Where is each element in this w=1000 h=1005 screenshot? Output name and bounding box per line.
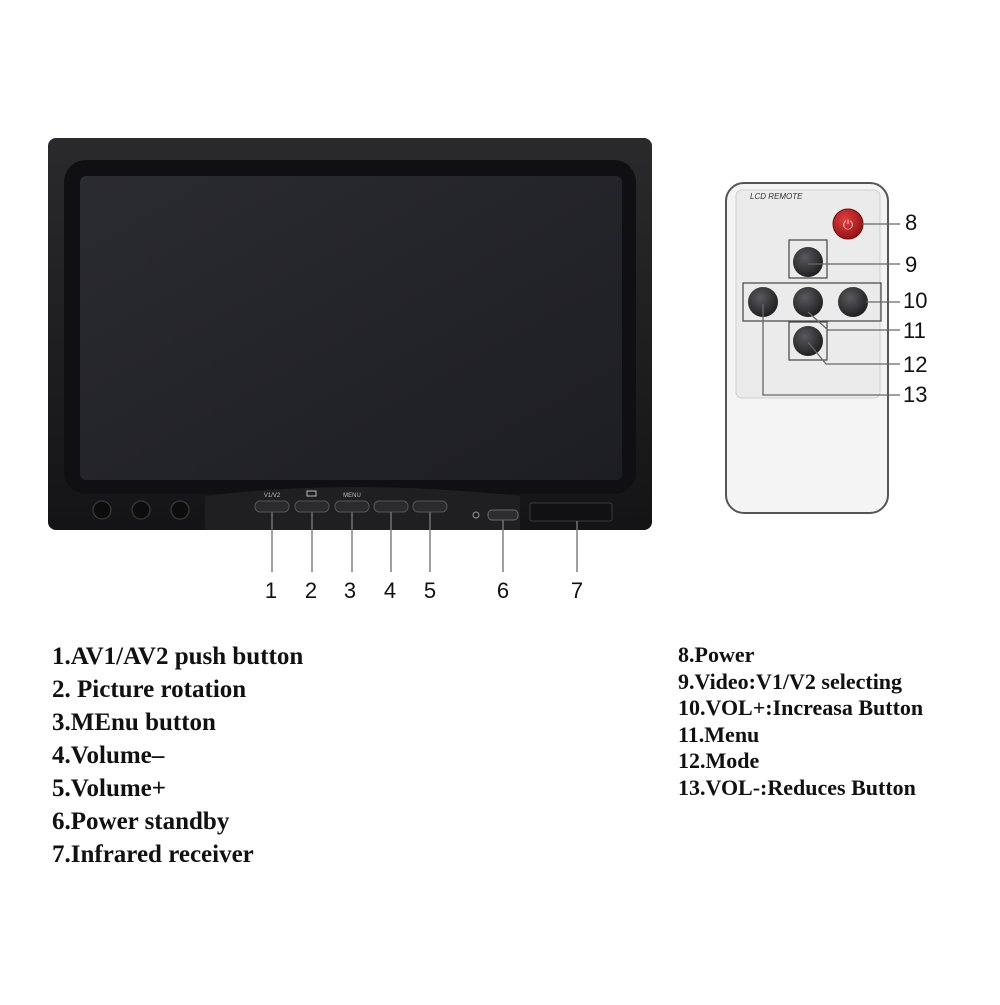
callout-3: 3 — [343, 578, 357, 603]
legend-item: 7.Infrared receiver — [52, 841, 254, 868]
callout-5: 5 — [423, 578, 437, 603]
lcd-monitor: V1/V2 MENU — [48, 138, 652, 530]
callout-13: 13 — [903, 382, 928, 407]
callout-6: 6 — [496, 578, 510, 603]
leader-line — [807, 341, 900, 365]
remote-mode-button[interactable] — [793, 326, 823, 356]
infrared-receiver — [529, 502, 613, 522]
side-hole-icon — [92, 500, 112, 520]
legend-item: 11.Menu — [678, 721, 760, 747]
side-hole-icon — [131, 500, 151, 520]
power-standby-button[interactable] — [487, 509, 519, 521]
legend-item: 12.Mode — [678, 748, 760, 774]
legend-item: 9.Video:V1/V2 selecting — [678, 668, 903, 694]
leader-line — [807, 311, 900, 331]
menu-button[interactable] — [334, 500, 370, 513]
monitor-leader-lines — [271, 512, 578, 572]
callout-9: 9 — [905, 252, 918, 277]
remote-leader-lines — [762, 223, 900, 396]
remote-menu-button[interactable] — [793, 287, 823, 317]
legend-item: 4.Volume– — [52, 742, 165, 769]
legend-item: 5.Volume+ — [52, 775, 167, 802]
remote-vol-up-button[interactable] — [838, 287, 868, 317]
av-button[interactable] — [254, 500, 290, 513]
legend-remote: 8.Power 9.Video:V1/V2 selecting 10.VOL+:… — [678, 642, 923, 802]
remote-vol-down-button[interactable] — [748, 287, 778, 317]
remote-title: LCD REMOTE — [750, 192, 803, 201]
power-symbol-icon: ⏻ — [843, 218, 853, 233]
button-label-menu: MENU — [343, 493, 361, 499]
dpad-frame — [788, 239, 828, 279]
volume-up-button[interactable] — [412, 500, 448, 513]
volume-down-button[interactable] — [373, 500, 409, 513]
callout-4: 4 — [383, 578, 397, 603]
callout-10: 10 — [903, 288, 928, 313]
power-led-icon — [472, 511, 480, 519]
callout-8: 8 — [905, 210, 918, 235]
dpad-frame — [788, 321, 828, 361]
leader-line — [762, 304, 900, 396]
callout-7: 7 — [570, 578, 584, 603]
legend-item: 13.VOL-:Reduces Button — [678, 774, 916, 800]
callout-12: 12 — [903, 352, 928, 377]
side-hole-icon — [170, 500, 190, 520]
lcd-remote: LCD REMOTE ⏻ — [725, 182, 889, 514]
callout-2: 2 — [304, 578, 318, 603]
button-label-av: V1/V2 — [264, 493, 281, 499]
legend-item: 6.Power standby — [52, 808, 230, 835]
callout-1: 1 — [264, 578, 278, 603]
legend-item: 3.MEnu button — [52, 709, 216, 736]
legend-item: 10.VOL+:Increasa Button — [678, 695, 924, 721]
legend-item: 8.Power — [678, 642, 755, 667]
monitor-screen — [80, 176, 622, 480]
remote-video-button[interactable] — [793, 247, 823, 277]
legend-item: 1.AV1/AV2 push button — [52, 643, 304, 670]
rotation-icon — [306, 490, 317, 497]
legend-item: 2. Picture rotation — [52, 676, 247, 703]
rotation-button[interactable] — [294, 500, 330, 513]
callout-11: 11 — [903, 318, 926, 343]
legend-monitor: 1.AV1/AV2 push button 2. Picture rotatio… — [52, 640, 303, 871]
